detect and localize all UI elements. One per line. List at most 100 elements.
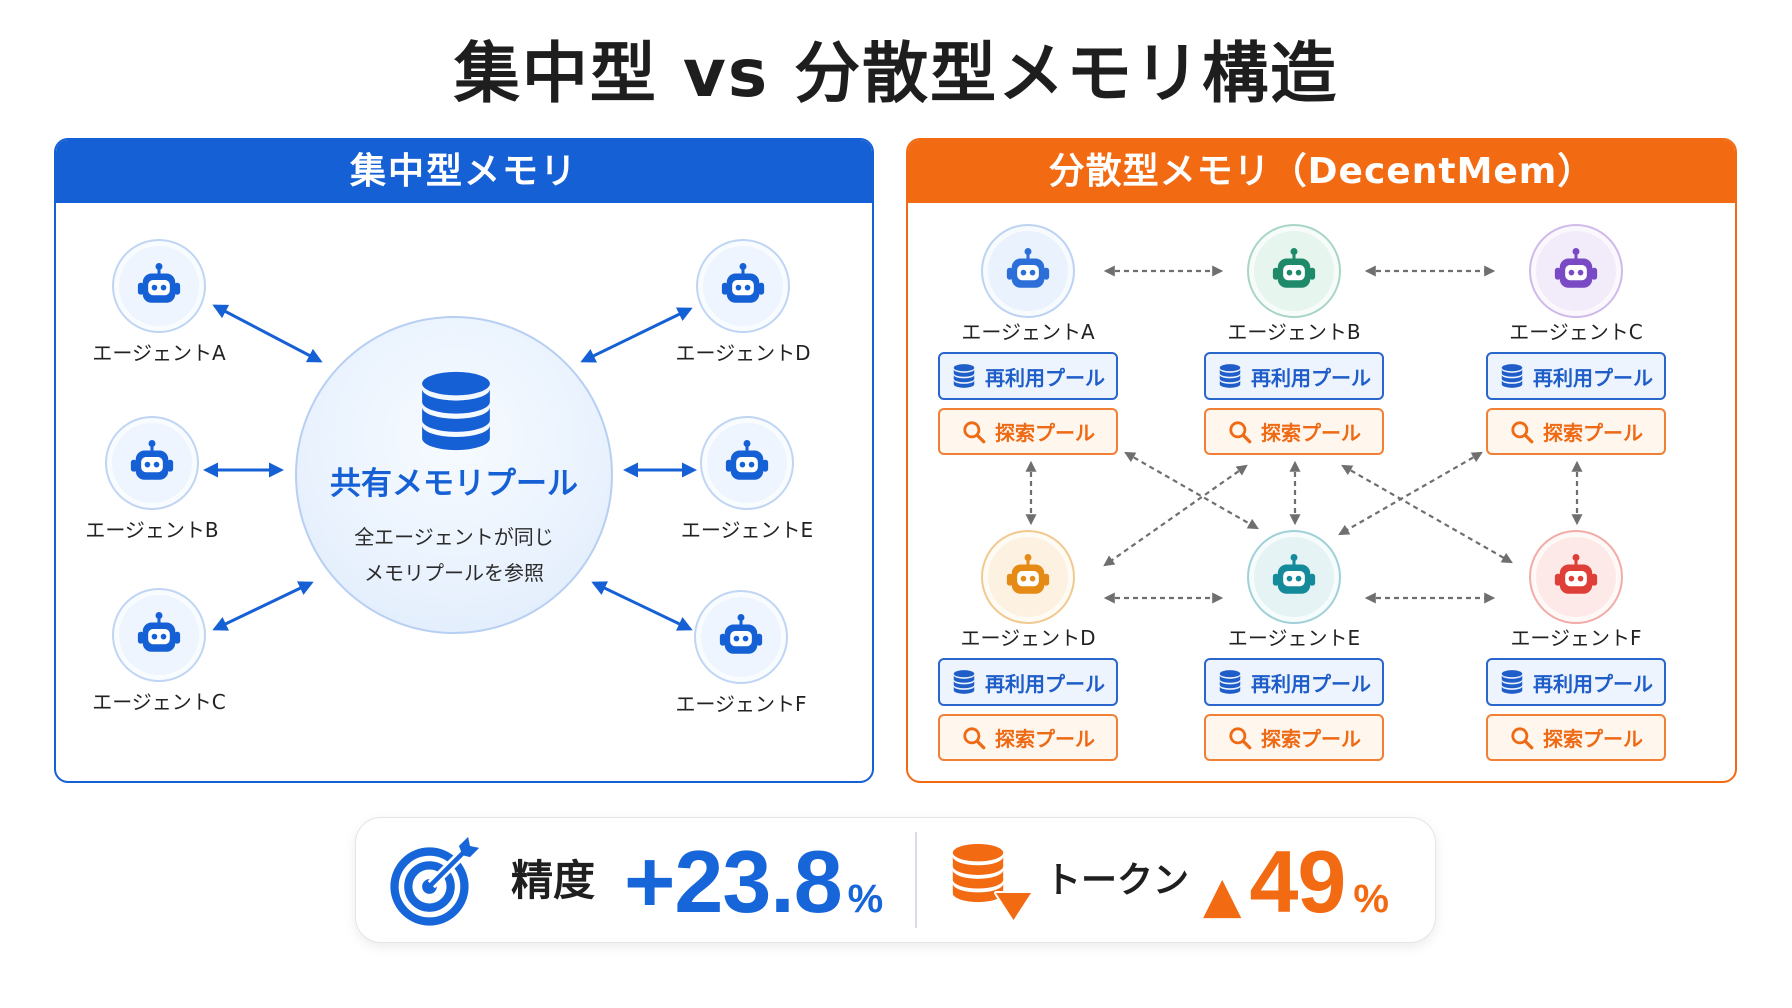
agent-c-avatar [1529, 224, 1623, 318]
central-agent-f: エージェントF [661, 590, 821, 718]
agent-b-explore-pool: 探索プール [1204, 408, 1384, 455]
token-value: ▲ 49 % [1203, 838, 1389, 926]
robot-icon [1550, 245, 1602, 297]
accuracy-number: +23.8 [624, 832, 843, 931]
agent-d-explore-pool: 探索プール [938, 714, 1118, 761]
explore-pool-label: 探索プール [995, 421, 1095, 445]
reuse-pool-label: 再利用プール [1533, 671, 1653, 696]
explore-pool-label: 探索プール [995, 727, 1095, 751]
search-icon [1509, 725, 1535, 751]
agent-b-avatar [105, 416, 199, 510]
robot-icon [126, 437, 178, 489]
centralized-panel-header: 集中型メモリ [56, 140, 872, 203]
agent-c-reuse-pool: 再利用プール [1486, 352, 1666, 400]
explore-pool-label: 探索プール [1543, 727, 1643, 751]
agent-e-avatar [1247, 530, 1341, 624]
agent-a-reuse-pool: 再利用プール [938, 352, 1118, 400]
accuracy-unit: % [847, 877, 884, 921]
agent-b-label: エージェントB [1227, 320, 1361, 344]
reuse-pool-label: 再利用プール [1533, 365, 1653, 390]
robot-icon [1002, 245, 1054, 297]
agent-c-avatar [112, 588, 206, 682]
robot-icon [133, 609, 185, 661]
decentmem-agent-a: エージェントA 再利用プール 探索プール [938, 224, 1118, 455]
robot-icon [1002, 551, 1054, 603]
centralized-memory-panel: 集中型メモリ 共有メモリプール 全エージェントが同じ メモリプールを参照 エージ… [54, 138, 874, 783]
dashed-arrow-a-e [1124, 451, 1259, 530]
robot-icon [1268, 551, 1320, 603]
reuse-pool-label: 再利用プール [1251, 365, 1371, 390]
robot-icon [1550, 551, 1602, 603]
agent-c-explore-pool: 探索プール [1486, 408, 1666, 455]
agent-d-avatar [696, 239, 790, 333]
database-icon [951, 363, 977, 389]
central-agent-e: エージェントE [667, 416, 827, 544]
shared-pool-title: 共有メモリプール [330, 466, 578, 502]
database-icon [1499, 363, 1525, 389]
agent-f-avatar [694, 590, 788, 684]
shared-memory-pool: 共有メモリプール 全エージェントが同じ メモリプールを参照 [295, 316, 613, 634]
robot-icon [715, 611, 767, 663]
robot-icon [717, 260, 769, 312]
search-icon [1509, 419, 1535, 445]
agent-f-label: エージェントF [1510, 626, 1642, 650]
agent-e-label: エージェントE [680, 518, 814, 542]
agent-a-avatar [112, 239, 206, 333]
agent-e-reuse-pool: 再利用プール [1204, 658, 1384, 706]
agent-b-avatar [1247, 224, 1341, 318]
decentmem-agent-b: エージェントB 再利用プール 探索プール [1204, 224, 1384, 455]
agent-a-avatar [981, 224, 1075, 318]
explore-pool-label: 探索プール [1543, 421, 1643, 445]
agent-d-avatar [981, 530, 1075, 624]
agent-a-label: エージェントA [92, 341, 226, 365]
decentralized-panel-header: 分散型メモリ（DecentMem） [908, 140, 1735, 203]
agent-f-explore-pool: 探索プール [1486, 714, 1666, 761]
agent-a-explore-pool: 探索プール [938, 408, 1118, 455]
database-down-icon [947, 840, 1031, 922]
database-icon [951, 669, 977, 695]
agent-d-label: エージェントD [960, 626, 1096, 650]
reuse-pool-label: 再利用プール [1251, 671, 1371, 696]
agent-f-avatar [1529, 530, 1623, 624]
agent-b-label: エージェントB [85, 518, 219, 542]
agent-b-reuse-pool: 再利用プール [1204, 352, 1384, 400]
shared-pool-description-line-1: 全エージェントが同じ [354, 525, 554, 549]
decentmem-agent-e: エージェントE 再利用プール 探索プール [1204, 530, 1384, 761]
agent-f-label: エージェントF [675, 692, 807, 716]
agent-e-explore-pool: 探索プール [1204, 714, 1384, 761]
token-number: 49 [1249, 832, 1346, 931]
central-agent-c: エージェントC [79, 588, 239, 716]
target-icon [389, 835, 481, 927]
database-icon [1217, 363, 1243, 389]
token-label: トークン [1045, 860, 1190, 901]
explore-pool-label: 探索プール [1261, 421, 1361, 445]
search-icon [1227, 419, 1253, 445]
agent-f-reuse-pool: 再利用プール [1486, 658, 1666, 706]
decentmem-agent-c: エージェントC 再利用プール 探索プール [1486, 224, 1666, 455]
reuse-pool-label: 再利用プール [985, 671, 1105, 696]
agent-d-reuse-pool: 再利用プール [938, 658, 1118, 706]
reuse-pool-label: 再利用プール [985, 365, 1105, 390]
database-icon [1499, 669, 1525, 695]
explore-pool-label: 探索プール [1261, 727, 1361, 751]
robot-icon [133, 260, 185, 312]
token-unit: % [1353, 877, 1389, 921]
decentralized-memory-panel: 分散型メモリ（DecentMem） エージェントA 再利用プール 探索プール [906, 138, 1737, 783]
search-icon [961, 419, 987, 445]
shared-pool-description-line-2: メモリプールを参照 [364, 561, 544, 585]
central-agent-b: エージェントB [72, 416, 232, 544]
central-agent-a: エージェントA [79, 239, 239, 367]
results-summary-card: 精度 +23.8 % トークン ▲ 49 % [355, 817, 1436, 943]
token-triangle-symbol: ▲ [1203, 866, 1242, 924]
stats-divider [915, 832, 917, 928]
agent-e-avatar [700, 416, 794, 510]
decentmem-agent-d: エージェントD 再利用プール 探索プール [938, 530, 1118, 761]
robot-icon [721, 437, 773, 489]
page-title: 集中型 vs 分散型メモリ構造 [453, 35, 1339, 112]
accuracy-value: +23.8 % [624, 838, 883, 926]
database-icon [1217, 669, 1243, 695]
search-icon [1227, 725, 1253, 751]
decentmem-agent-f: エージェントF 再利用プール 探索プール [1486, 530, 1666, 761]
agent-c-label: エージェントC [92, 690, 226, 714]
robot-icon [1268, 245, 1320, 297]
